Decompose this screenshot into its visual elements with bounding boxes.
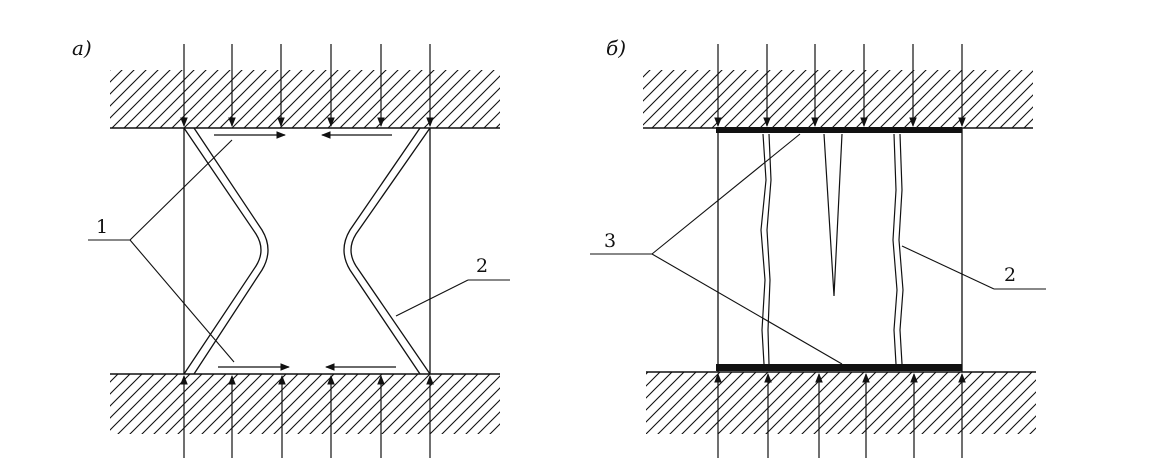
- lower-platen-b: [646, 371, 1036, 434]
- load-arrows-top: [180, 44, 434, 127]
- panel-b: б): [590, 36, 1046, 458]
- shear-band-right: [343, 127, 431, 375]
- friction-arrows: [214, 131, 396, 371]
- shear-band-left: [183, 127, 269, 375]
- callout-3-label: 3: [604, 230, 616, 252]
- panel-a-label: а): [72, 36, 92, 60]
- callout-1-label: 1: [96, 216, 108, 238]
- wedge-crack: [823, 133, 843, 297]
- callout-2-left: [395, 279, 510, 317]
- callout-2-left-label: 2: [476, 255, 488, 277]
- vertical-crack-left: [760, 133, 772, 365]
- panel-a: а): [72, 36, 510, 458]
- callout-3: [590, 133, 843, 365]
- lubricant-layer-top: [716, 127, 962, 133]
- specimen-edges: [183, 128, 431, 374]
- callout-2-right-label: 2: [1004, 264, 1016, 286]
- callout-2-right: [901, 245, 1046, 290]
- load-arrows-bottom: [180, 375, 434, 458]
- vertical-crack-right: [892, 133, 904, 365]
- lower-platen: [110, 373, 500, 434]
- upper-platen-b: [643, 70, 1033, 129]
- specimen-edges-b: [717, 128, 963, 372]
- callout-1: [88, 139, 235, 363]
- load-arrows-top-b: [714, 44, 966, 127]
- lubricant-layer-bottom: [716, 364, 962, 371]
- panel-b-label: б): [606, 36, 626, 60]
- load-arrows-bottom-b: [714, 373, 966, 458]
- upper-platen: [110, 70, 500, 129]
